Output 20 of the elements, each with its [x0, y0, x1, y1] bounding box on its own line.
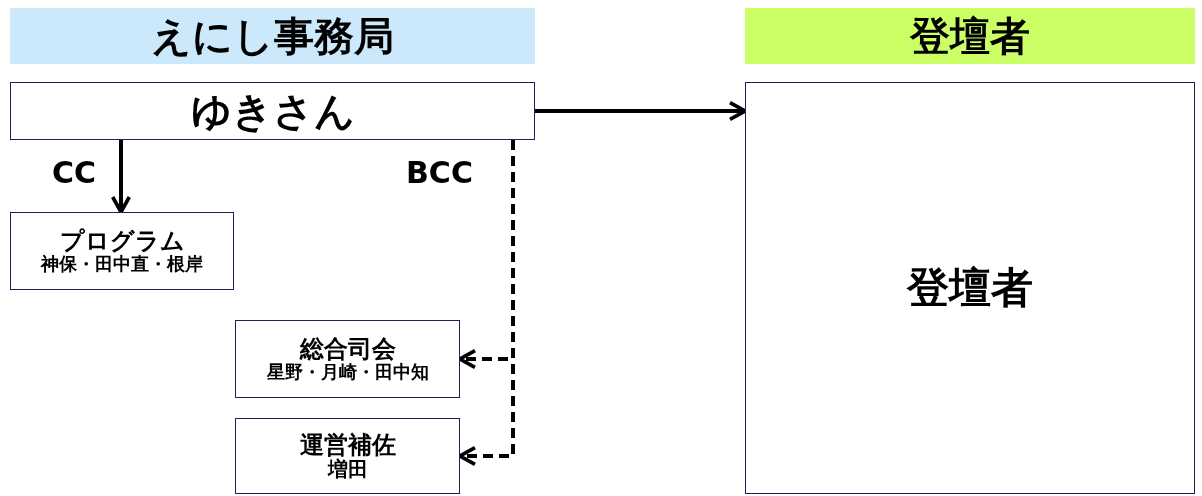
member-names: 神保・田中直・根岸 [41, 254, 203, 275]
header-band [745, 8, 1195, 64]
speaker-box [745, 82, 1195, 494]
node-title: えにし事務局 [151, 14, 394, 58]
node-title: ゆきさん [190, 89, 355, 133]
arrow [458, 140, 515, 467]
member-names: 増田 [327, 458, 368, 481]
role-title: プログラム [59, 227, 185, 255]
arrow [110, 140, 132, 214]
role-title: 総合司会 [299, 335, 396, 363]
arrow [535, 100, 747, 122]
node-title: 登壇者 [910, 14, 1030, 58]
member-names: 星野・月崎・田中知 [266, 362, 429, 383]
person-box [10, 82, 535, 140]
role-box [10, 212, 234, 290]
node-title: 登壇者 [907, 264, 1033, 312]
role-title: 運営補佐 [299, 431, 396, 459]
role-box [235, 320, 460, 398]
header-band [10, 8, 535, 64]
role-box [235, 418, 460, 494]
